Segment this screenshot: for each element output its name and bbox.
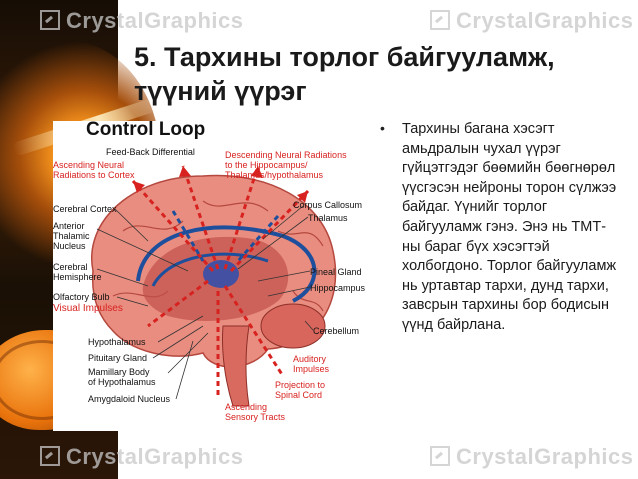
label-feedback-differential: Feed-Back Differential (106, 147, 195, 157)
watermark-bottom-right: CrystalGraphics (430, 444, 633, 470)
label-visual-impulses: Visual Impulses (53, 303, 123, 314)
label-amygdaloid-nucleus: Amygdaloid Nucleus (88, 394, 171, 404)
label-cerebellum: Cerebellum (313, 326, 360, 336)
bullet-text: Тархины багана хэсэгт амьдралын чухал үү… (402, 121, 617, 333)
label-hypothalamus: Hypothalamus (88, 337, 146, 347)
logo-icon (430, 446, 450, 466)
logo-icon (40, 10, 60, 30)
bullet-icon: • (380, 120, 385, 136)
watermark-top-right: CrystalGraphics (430, 8, 633, 34)
logo-icon (40, 446, 60, 466)
diagram-heading: Control Loop (86, 119, 206, 140)
logo-icon (430, 10, 450, 30)
watermark-bottom-left: CrystalGraphics (40, 444, 243, 470)
label-hippocampus: Hippocampus (310, 283, 366, 293)
label-pineal-gland: Pineal Gland (310, 267, 362, 277)
label-olfactory-bulb: Olfactory Bulb (53, 292, 110, 302)
brain-illustration (91, 165, 337, 407)
label-thalamus: Thalamus (308, 213, 348, 223)
watermark-top-left: CrystalGraphics (40, 8, 243, 34)
slide-title-line-2: түүний үүрэг (134, 76, 307, 106)
label-pituitary-gland: Pituitary Gland (88, 353, 148, 363)
bullet-list: • Тархины багана хэсэгт амьдралын чухал … (380, 120, 622, 336)
label-cerebral-cortex: Cerebral Cortex (53, 204, 117, 214)
slide-title-line-1: 5. Тархины торлог байгууламж, (134, 42, 555, 72)
slide-title: 5. Тархины торлог байгууламж, түүний үүр… (134, 40, 634, 108)
label-corpus-callosum: Corpus Callosum (293, 200, 363, 210)
control-loop-diagram: Control Loop Feed-Back Differential Asce… (53, 119, 378, 431)
